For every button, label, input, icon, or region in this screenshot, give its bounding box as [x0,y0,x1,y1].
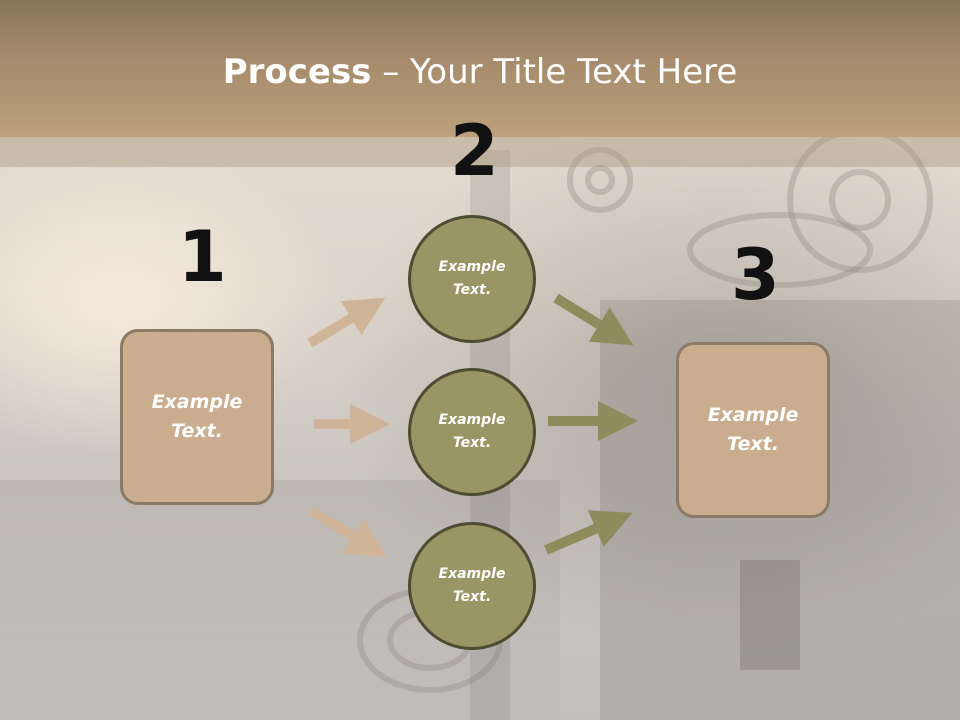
arrow-1-to-circle-top [307,297,386,348]
slide-title: Process – Your Title Text Here [0,52,960,92]
circle-top-text: Example Text. [438,259,506,298]
step-2-circle-middle: Example Text. [408,368,536,496]
title-rest: – Your Title Text Here [371,52,738,92]
arrow-1-to-circle-bottom [309,506,388,558]
circle-bottom-text: Example Text. [438,566,506,605]
step-2-circle-bottom: Example Text. [408,522,536,650]
step-2-circle-top: Example Text. [408,215,536,343]
title-band [0,0,960,137]
step-1-box: Example Text. [120,329,274,505]
title-sub-band [0,137,960,167]
title-bold: Process [222,52,372,92]
step-1-box-text: Example Text. [151,391,243,442]
step-number-3: 3 [731,234,780,316]
step-3-box-text: Example Text. [707,404,799,455]
step-3-box: Example Text. [676,342,830,518]
circle-middle-text: Example Text. [438,412,506,451]
step-number-2: 2 [450,110,499,192]
step-number-1: 1 [178,216,227,298]
arrow-circle-top-to-3 [553,293,634,346]
arrow-circle-bottom-to-3 [544,510,633,555]
